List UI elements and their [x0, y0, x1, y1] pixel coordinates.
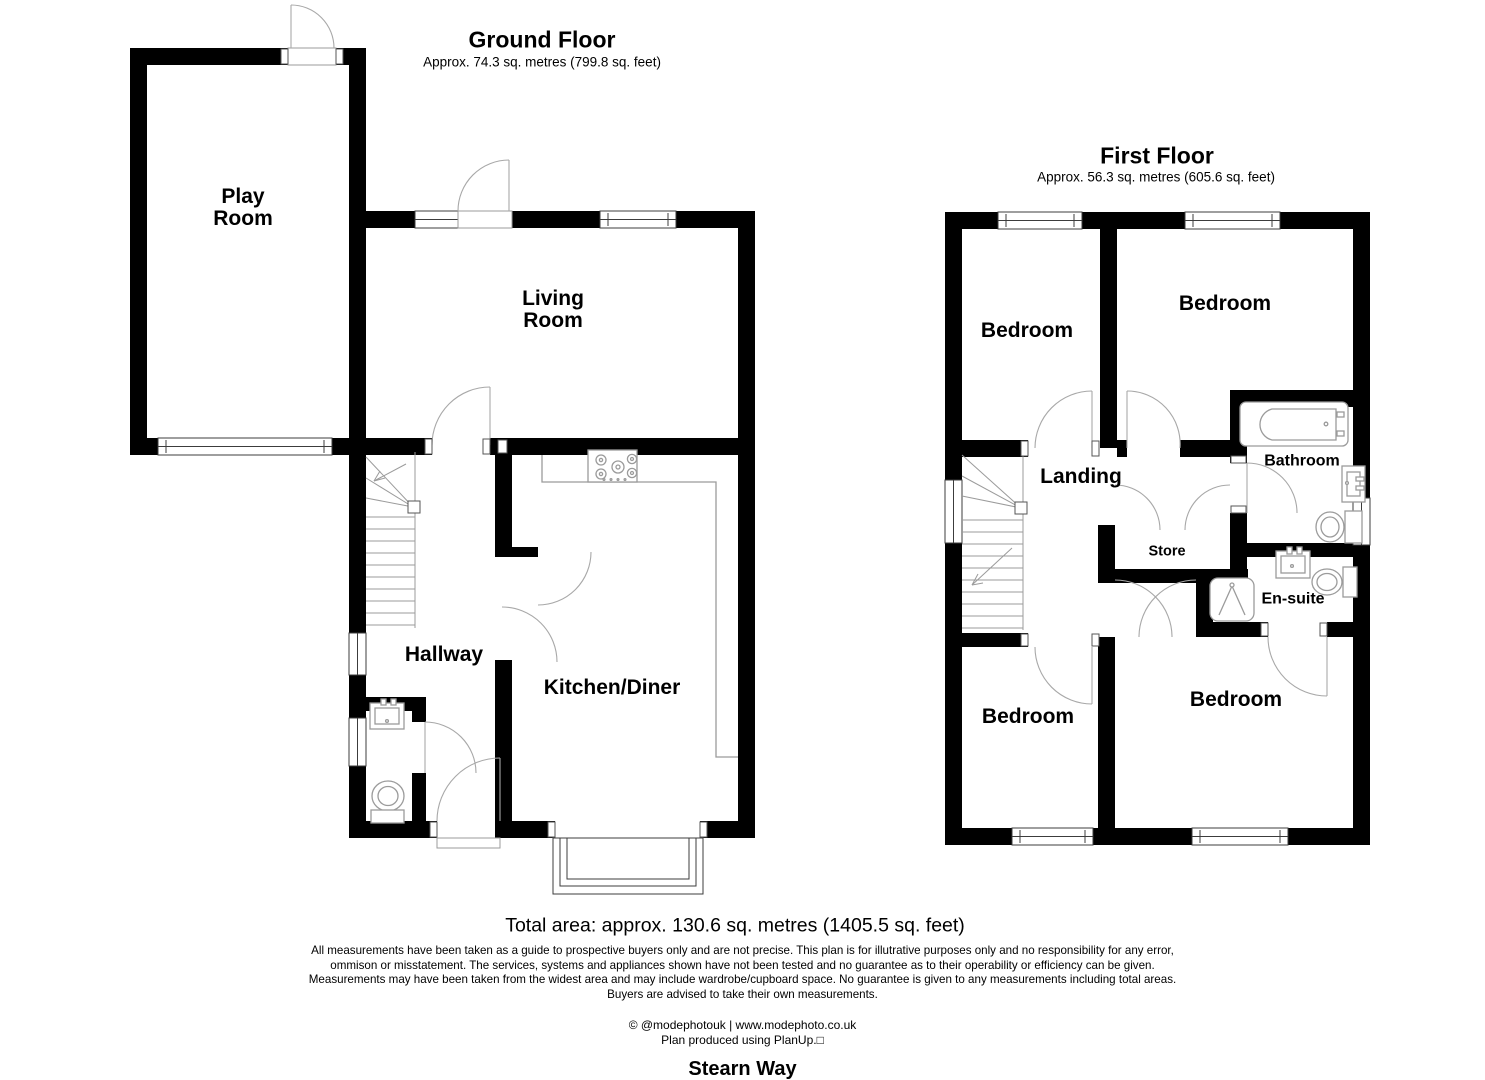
first-walls: [945, 212, 1370, 845]
landing-window: [944, 479, 963, 544]
first-floor-plan: [944, 211, 1371, 846]
first-doors: [1034, 390, 1328, 705]
play-room-door: [287, 4, 337, 66]
en-suite-toilet: [1311, 566, 1358, 598]
room-label-bedroom-front-left: Bedroom: [980, 319, 1074, 343]
ground-wall-caps: [280, 48, 708, 838]
first-floor-area: Approx. 56.3 sq. metres (605.6 sq. feet): [1037, 169, 1275, 185]
bathroom-fixtures: [1239, 401, 1366, 544]
bedroom-front-left-window: [997, 211, 1083, 230]
bedroom-front-left-door: [1034, 390, 1093, 449]
bathtub: [1239, 401, 1349, 447]
disclaimer: All measurements have been taken as a gu…: [0, 944, 1485, 1002]
bedroom-back-left-window: [1011, 827, 1094, 846]
disclaimer-line-2: ommison or misstatement. The services, s…: [330, 958, 1155, 972]
bedroom-back-right-window: [1191, 827, 1289, 846]
first-stairs: [961, 452, 1028, 630]
bathroom-door: [1246, 462, 1298, 514]
living-room-hallway-door: [431, 386, 491, 446]
ground-stairs: [365, 452, 421, 628]
living-room-window-1: [414, 210, 459, 229]
first-floor-title: First Floor: [1100, 142, 1214, 169]
room-label-landing: Landing: [1040, 465, 1122, 489]
store-doors: [1114, 484, 1231, 531]
room-label-play-room: Play Room: [213, 185, 273, 230]
kitchen-door: [501, 551, 592, 663]
wc-fixtures: [369, 698, 405, 824]
room-label-store: Store: [1148, 543, 1186, 560]
wc-window: [348, 717, 367, 767]
front-door: [436, 757, 501, 849]
bedroom-back-right-doors: [1114, 579, 1197, 638]
shower: [1209, 577, 1255, 622]
en-suite-door: [1267, 636, 1328, 697]
disclaimer-line-1: All measurements have been taken as a gu…: [311, 944, 1174, 957]
en-suite-fixtures: [1209, 546, 1358, 622]
play-room-window: [157, 437, 333, 456]
wc-sink: [369, 698, 405, 730]
wc-toilet: [370, 780, 405, 824]
en-suite-sink: [1275, 546, 1311, 579]
bathroom-toilet: [1315, 510, 1363, 544]
room-label-hallway: Hallway: [404, 643, 484, 667]
wc-door: [424, 721, 477, 774]
first-windows: [944, 211, 1371, 846]
first-wall-caps: [1020, 440, 1328, 647]
living-room-window-2: [599, 210, 677, 229]
room-label-bedroom-front-right: Bedroom: [1178, 292, 1272, 316]
room-label-living-room: Living Room: [522, 287, 584, 332]
hob: [587, 449, 638, 483]
room-label-bathroom: Bathroom: [1264, 452, 1340, 470]
address-text: Stearn Way: [688, 1057, 797, 1080]
room-label-kitchen-diner: Kitchen/Diner: [543, 676, 681, 700]
ground-floor-title: Ground Floor: [468, 26, 616, 53]
bedroom-front-right-door: [1126, 390, 1181, 449]
ground-windows: [157, 210, 677, 767]
ground-floor-plan: [130, 4, 755, 895]
living-room-external-door: [457, 159, 513, 229]
kitchen-fixtures: [541, 449, 738, 758]
bay-window: [552, 837, 704, 895]
room-label-en-suite: En-suite: [1261, 590, 1325, 608]
footer: © @modephotouk | www.modephoto.co.uk Pla…: [0, 1018, 1485, 1080]
disclaimer-line-4: Buyers are advised to take their own mea…: [607, 987, 878, 1001]
disclaimer-line-3: Measurements may have been taken from th…: [308, 973, 1177, 986]
ground-floor-area: Approx. 74.3 sq. metres (799.8 sq. feet): [423, 54, 661, 70]
total-area-text: Total area: approx. 130.6 sq. metres (14…: [505, 914, 965, 937]
credit-text: © @modephotouk | www.modephoto.co.uk: [628, 1018, 857, 1032]
room-label-bedroom-back-left: Bedroom: [981, 705, 1075, 729]
bedroom-front-right-window: [1184, 211, 1281, 230]
bedroom-back-left-door: [1034, 646, 1093, 705]
bathroom-sink: [1341, 465, 1366, 503]
room-label-bedroom-back-right: Bedroom: [1189, 688, 1283, 712]
hallway-window: [348, 632, 367, 676]
produced-text: Plan produced using PlanUp.□: [661, 1032, 824, 1047]
ground-doors: [287, 4, 592, 849]
